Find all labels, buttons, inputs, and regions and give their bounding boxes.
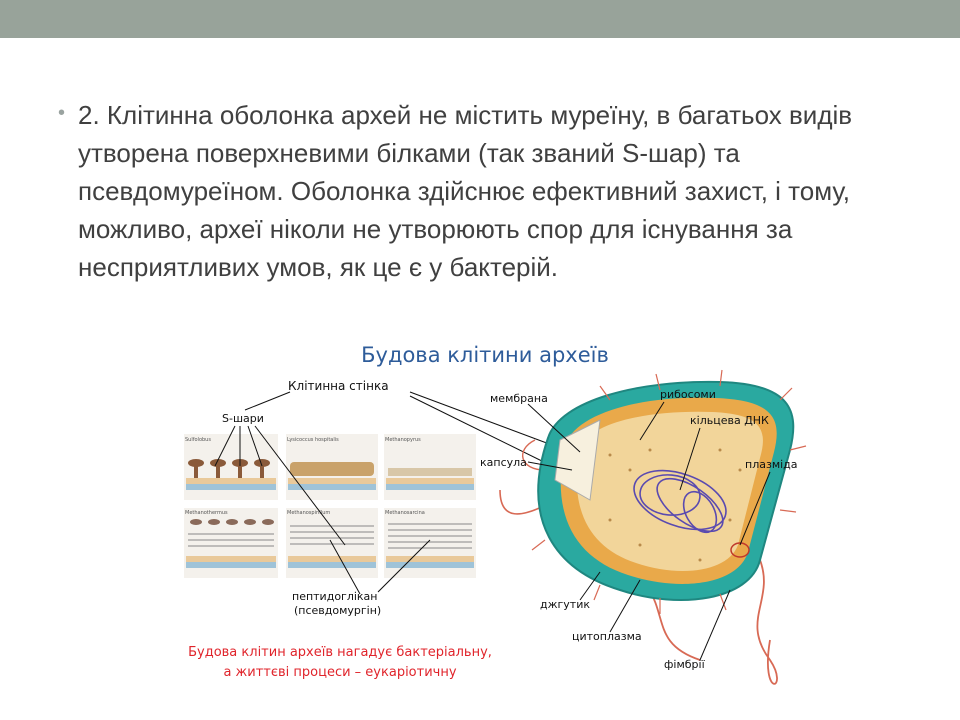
label-cytoplasm: цитоплазма	[572, 630, 642, 643]
label-flagellum: джгутик	[540, 598, 590, 611]
panel-3	[384, 434, 476, 500]
plasmid	[730, 542, 750, 558]
leader-lines-left	[214, 391, 561, 595]
label-ribosomes: рибосоми	[660, 388, 716, 401]
bullet-text: 2. Клітинна оболонка архей не містить му…	[78, 100, 853, 282]
bullet-marker: •	[58, 102, 66, 124]
panel-label-4: Methanothermus	[185, 510, 228, 516]
panel-label-5: Methanospirillum	[287, 510, 330, 516]
leader-lines-right	[527, 401, 771, 661]
label-cell-wall: Клітинна стінка	[288, 379, 389, 393]
panel-label-3: Methanopyrus	[385, 437, 421, 443]
panel-label-6: Methanosarcina	[385, 510, 425, 516]
label-s-layers: S-шари	[222, 412, 264, 425]
archaea-cell	[499, 369, 807, 685]
label-fimbriae: фімбрії	[664, 658, 706, 671]
label-membrane: мембрана	[490, 392, 548, 405]
caption-line-1: Будова клітин археїв нагадує бактеріальн…	[188, 645, 492, 660]
label-capsule: капсула	[480, 456, 527, 469]
panel-label-1: Sulfolobus	[185, 437, 211, 443]
label-peptidoglycan-2: (псевдомургін)	[294, 604, 381, 617]
figure-title: Будова клітини археїв	[361, 343, 609, 367]
caption-line-2: а життєві процеси – еукаріотичну	[223, 665, 456, 680]
panel-label-2: Lysicoccus hospitalis	[287, 437, 339, 443]
top-accent-bar	[0, 0, 960, 38]
fimbriae	[531, 369, 807, 614]
label-peptidoglycan-1: пептидоглікан	[292, 590, 378, 603]
circular-dna	[633, 469, 727, 534]
s-layer-panels: Sulfolobus Lysicoccus hospitalis Methano…	[184, 434, 476, 578]
label-plasmid: плазміда	[745, 458, 798, 471]
label-ring-dna: кільцева ДНК	[690, 414, 769, 427]
